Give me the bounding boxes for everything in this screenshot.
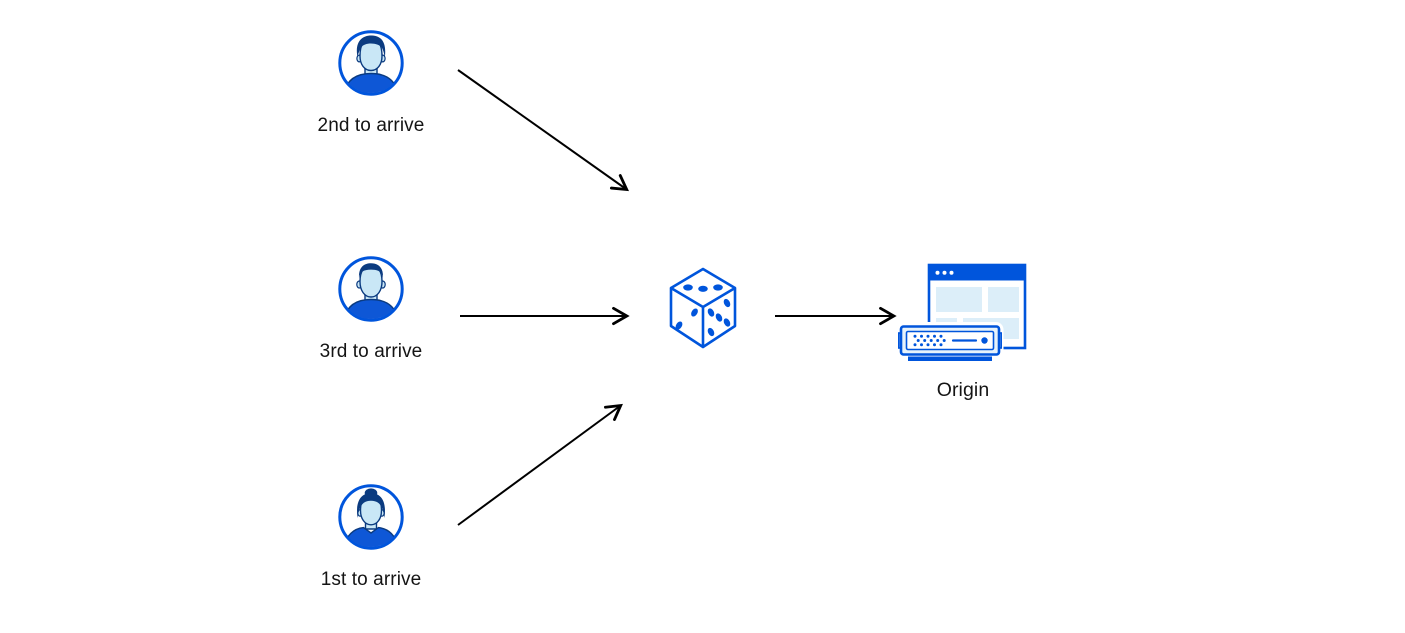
dice-node [666, 266, 740, 350]
origin-node: Origin [898, 263, 1028, 400]
client-node-2nd: 2nd to arrive [291, 30, 451, 136]
avatar-woman-bun-svg [338, 484, 404, 550]
client-label-3rd: 3rd to arrive [319, 341, 423, 362]
avatar-man-short-hair-svg [338, 256, 404, 322]
client-node-1st: 1st to arrive [291, 484, 451, 590]
server-dot-matrix [913, 334, 946, 347]
client-node-3rd: 3rd to arrive [291, 256, 451, 362]
client-label-2nd: 2nd to arrive [317, 115, 425, 136]
avatar-man-swept-hair-icon [338, 30, 404, 96]
client-label-1st: 1st to arrive [320, 569, 422, 590]
avatar-woman-bun-icon [338, 484, 404, 550]
origin-browser-server-icon [898, 263, 1027, 361]
avatar-man-swept-hair-svg [338, 30, 404, 96]
dice-icon [669, 267, 737, 349]
arrow-client2-to-dice [457, 69, 629, 192]
avatar-man-short-hair-icon [338, 256, 404, 322]
origin-label: Origin [936, 379, 990, 401]
arrow-client1-to-dice [457, 403, 623, 526]
